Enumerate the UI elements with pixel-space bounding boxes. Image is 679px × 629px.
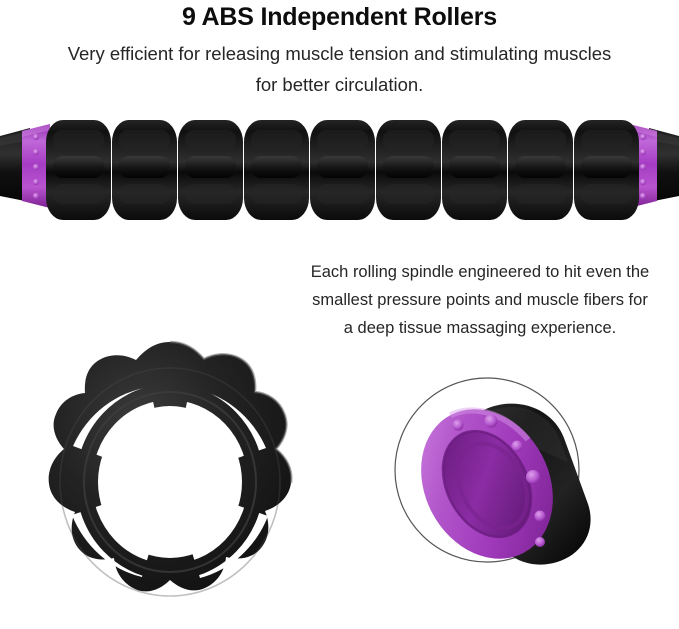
description-line-2: smallest pressure points and muscle fibe…	[312, 291, 648, 309]
roller-segments	[46, 120, 639, 220]
gear-inner-ring-highlight	[83, 391, 257, 573]
subtitle-line-2: for better circulation.	[255, 74, 424, 95]
subtitle-block: Very efficient for releasing muscle tens…	[0, 38, 679, 100]
roller-bar-image	[0, 110, 679, 230]
closeup-ring-nubs	[452, 414, 546, 547]
description-line-1: Each rolling spindle engineered to hit e…	[310, 263, 650, 281]
roller-bar-graphic	[0, 120, 679, 220]
roller-segment	[112, 120, 177, 220]
gear-face-groove	[59, 367, 281, 597]
page-title: 9 ABS Independent Rollers	[182, 3, 497, 31]
gear-ring-image	[4, 332, 336, 624]
roller-segment	[442, 120, 507, 220]
gear-ring-graphic	[48, 340, 293, 597]
closeup-purple-ring	[421, 407, 553, 559]
roller-segment	[574, 120, 639, 220]
roller-segment	[376, 120, 441, 220]
subtitle-line-1: Very efficient for releasing muscle tens…	[67, 43, 612, 64]
description-line-3: a deep tissue massaging experience.	[343, 319, 617, 337]
gear-body	[48, 340, 293, 592]
description-block: Each rolling spindle engineered to hit e…	[282, 258, 678, 342]
roller-segment	[178, 120, 243, 220]
roller-band-left	[22, 124, 50, 208]
closeup-inset-graphic	[394, 377, 591, 565]
closeup-inset	[392, 372, 642, 620]
roller-segment	[508, 120, 573, 220]
roller-segment	[310, 120, 375, 220]
inset-circle-outline	[394, 377, 580, 563]
roller-segment	[244, 120, 309, 220]
roller-segment	[46, 120, 111, 220]
